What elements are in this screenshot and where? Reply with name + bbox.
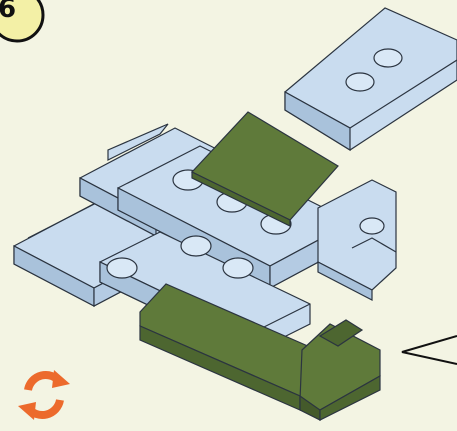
plate-1x4-right — [285, 8, 457, 150]
stud — [223, 258, 253, 278]
stud — [346, 73, 374, 91]
stud — [107, 258, 137, 278]
bracket-right — [318, 180, 396, 300]
rotate-model-icon[interactable] — [14, 364, 74, 426]
callout-pointer-icon — [398, 330, 457, 370]
step-number: 6 — [0, 0, 16, 24]
stud — [360, 218, 384, 234]
stud — [181, 236, 211, 256]
stud — [374, 49, 402, 67]
